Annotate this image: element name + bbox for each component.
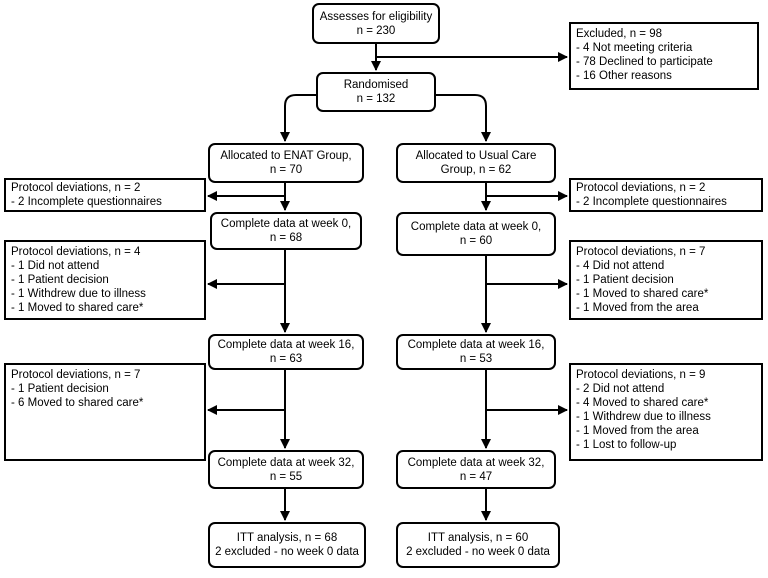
enat-week32-box: Complete data at week 32, n = 55: [208, 450, 364, 489]
arrow-to-enat-arm: [280, 94, 318, 142]
excluded-item: - 78 Declined to participate: [576, 56, 713, 68]
usual-deviation-box-3: Protocol deviations, n = 9 - 2 Did not a…: [569, 363, 763, 461]
excluded-title: Excluded, n = 98: [576, 28, 662, 40]
usual-deviation-box-1: Protocol deviations, n = 2 - 2 Incomplet…: [569, 178, 763, 212]
enat-week32-label: Complete data at week 32,: [217, 456, 355, 469]
usual-deviation-item: - 1 Withdrew due to illness: [576, 411, 711, 423]
enat-deviation-title: Protocol deviations, n = 7: [11, 369, 141, 381]
usual-week32-box: Complete data at week 32, n = 47: [396, 450, 556, 489]
usual-itt-note: 2 excluded - no week 0 data: [406, 546, 550, 558]
enat-deviation-item: - 1 Patient decision: [11, 383, 109, 395]
usual-allocated-count: Group, n = 62: [440, 164, 512, 176]
usual-deviation-item: - 1 Lost to follow-up: [576, 439, 677, 451]
usual-week32-count: n = 47: [459, 470, 493, 483]
enat-week32-count: n = 55: [269, 470, 303, 483]
enat-deviation-item: - 1 Did not attend: [11, 260, 100, 272]
usual-week32-label: Complete data at week 32,: [407, 456, 545, 469]
usual-week16-count: n = 53: [459, 353, 493, 365]
eligibility-box: Assesses for eligibility n = 230: [312, 3, 440, 44]
usual-deviation-item: - 4 Did not attend: [576, 260, 665, 272]
enat-itt-box: ITT analysis, n = 68 2 excluded - no wee…: [208, 522, 366, 568]
usual-deviation-item: - 1 Moved from the area: [576, 302, 699, 314]
arrow-to-usual-arm: [434, 94, 491, 142]
usual-week0-box: Complete data at week 0, n = 60: [396, 212, 556, 256]
usual-allocated-box: Allocated to Usual Care Group, n = 62: [396, 143, 556, 183]
randomised-count: n = 132: [356, 93, 396, 105]
enat-itt-label: ITT analysis, n = 68: [236, 532, 338, 544]
usual-deviation-item: - 4 Moved to shared care*: [576, 397, 709, 409]
excluded-box: Excluded, n = 98 - 4 Not meeting criteri…: [569, 22, 759, 90]
enat-week0-box: Complete data at week 0, n = 68: [210, 212, 362, 250]
enat-deviation-box-3: Protocol deviations, n = 7 - 1 Patient d…: [4, 363, 206, 461]
enat-deviation-box-1: Protocol deviations, n = 2 - 2 Incomplet…: [4, 178, 206, 212]
randomised-label: Randomised: [343, 79, 409, 91]
enat-deviation-item: - 1 Moved to shared care*: [11, 302, 144, 314]
randomised-box: Randomised n = 132: [316, 72, 436, 112]
enat-week16-count: n = 63: [269, 353, 303, 365]
enat-week0-label: Complete data at week 0,: [220, 218, 352, 230]
enat-deviation-title: Protocol deviations, n = 4: [11, 246, 141, 258]
enat-deviation-item: - 6 Moved to shared care*: [11, 397, 144, 409]
usual-allocated-label: Allocated to Usual Care: [415, 150, 537, 162]
usual-deviation-item: - 1 Moved to shared care*: [576, 288, 709, 300]
usual-week0-label: Complete data at week 0,: [410, 221, 542, 233]
usual-deviation-title: Protocol deviations, n = 9: [576, 369, 706, 381]
enat-allocated-box: Allocated to ENAT Group, n = 70: [208, 143, 364, 183]
usual-week16-label: Complete data at week 16,: [407, 339, 545, 351]
excluded-item: - 4 Not meeting criteria: [576, 42, 693, 54]
usual-deviation-title: Protocol deviations, n = 2: [576, 182, 706, 194]
usual-deviation-item: - 2 Incomplete questionnaires: [576, 196, 727, 208]
enat-deviation-item: - 1 Withdrew due to illness: [11, 288, 146, 300]
usual-itt-box: ITT analysis, n = 60 2 excluded - no wee…: [396, 522, 560, 568]
excluded-item: - 16 Other reasons: [576, 70, 672, 82]
enat-week16-box: Complete data at week 16, n = 63: [208, 334, 364, 370]
usual-week16-box: Complete data at week 16, n = 53: [396, 334, 556, 370]
enat-deviation-item: - 1 Patient decision: [11, 274, 109, 286]
usual-week0-count: n = 60: [459, 235, 493, 247]
usual-deviation-item: - 1 Patient decision: [576, 274, 674, 286]
eligibility-label: Assesses for eligibility: [319, 10, 433, 23]
usual-deviation-item: - 2 Did not attend: [576, 383, 665, 395]
enat-week0-count: n = 68: [269, 232, 303, 244]
usual-deviation-title: Protocol deviations, n = 7: [576, 246, 706, 258]
enat-allocated-label: Allocated to ENAT Group,: [220, 150, 352, 162]
enat-allocated-count: n = 70: [269, 164, 303, 176]
enat-deviation-item: - 2 Incomplete questionnaires: [11, 196, 162, 208]
usual-itt-label: ITT analysis, n = 60: [427, 532, 529, 544]
usual-deviation-box-2: Protocol deviations, n = 7 - 4 Did not a…: [569, 240, 763, 320]
usual-deviation-item: - 1 Moved from the area: [576, 425, 699, 437]
enat-itt-note: 2 excluded - no week 0 data: [215, 546, 359, 558]
eligibility-count: n = 230: [356, 24, 396, 37]
enat-deviation-box-2: Protocol deviations, n = 4 - 1 Did not a…: [4, 240, 206, 320]
enat-week16-label: Complete data at week 16,: [217, 339, 355, 351]
enat-deviation-title: Protocol deviations, n = 2: [11, 182, 141, 194]
